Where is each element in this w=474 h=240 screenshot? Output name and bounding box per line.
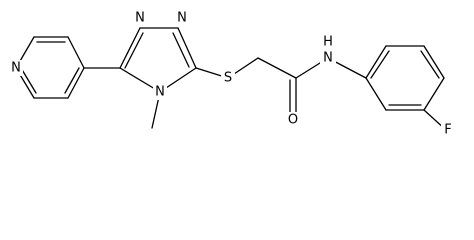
atom-carbonyl-oxygen: O (286, 112, 300, 128)
carbonyl-double-bond (289, 77, 297, 113)
atom-label: O (288, 113, 298, 128)
atom-label: F (444, 123, 451, 138)
atom-triazole-nitrogen-4: N (153, 84, 167, 100)
atom-label: N (135, 11, 145, 26)
atom-label: S (224, 71, 232, 86)
atom-label: H (323, 35, 333, 50)
pyridine-ring (15, 36, 85, 99)
fluorophenyl-ring (365, 45, 445, 111)
atom-label: N (11, 61, 21, 76)
triazole-ring (119, 27, 197, 93)
atom-triazole-nitrogen-2: N (175, 10, 189, 26)
atom-thioether-sulfur: S (221, 70, 235, 86)
atom-fluorine: F (441, 122, 455, 138)
atom-label: N (155, 85, 165, 100)
chemical-structure-diagram: N N N N S H N O F (9, 10, 455, 138)
atom-amide-nitrogen: H N (320, 35, 336, 66)
atom-pyridine-nitrogen: N (9, 60, 23, 76)
bond-methylene-carbonyl (257, 57, 297, 79)
atom-triazole-nitrogen-1: N (133, 10, 147, 26)
atom-label: N (323, 51, 333, 66)
atom-label: N (177, 11, 187, 26)
